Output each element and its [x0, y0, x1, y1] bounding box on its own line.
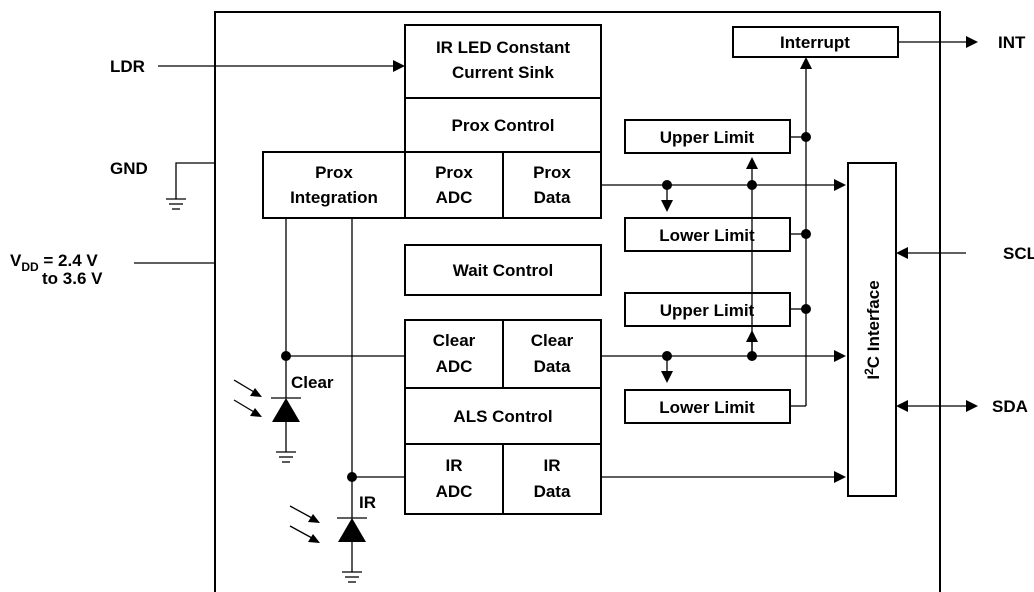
als-upper-limit-block [624, 292, 791, 327]
gnd-symbol [166, 198, 186, 210]
pin-scl-label: SCL [1003, 244, 1034, 263]
clear-light-arrows-icon [233, 379, 262, 417]
prox-upper-limit-label: Upper Limit [660, 128, 755, 147]
prox-integration-block [262, 151, 406, 219]
clear-data-bus-arrow [834, 350, 846, 362]
prox-adc-label-2: ADC [436, 188, 473, 207]
prox-control-label: Prox Control [452, 116, 555, 135]
als-control-label: ALS Control [453, 407, 552, 426]
i2c-interface-block [847, 162, 897, 497]
als-upper-limit-label: Upper Limit [660, 301, 755, 320]
junction-dot [801, 229, 811, 239]
junction-dot [801, 132, 811, 142]
clear-adc-label-2: ADC [436, 357, 473, 376]
als-lower-limit-block [624, 389, 791, 424]
clear-data-label-1: Clear [531, 331, 574, 350]
sda-arrow-in [896, 400, 908, 412]
prox-adc-label-1: Prox [435, 163, 473, 182]
pin-vdd-label-line2: to 3.6 V [42, 269, 103, 288]
pin-vdd-label: VDD = 2.4 V [10, 251, 98, 274]
junction-dot [801, 304, 811, 314]
prox-lower-limit-arrow [661, 200, 673, 212]
pin-ldr-label: LDR [110, 57, 145, 76]
prox-data-label-2: Data [534, 188, 571, 207]
ir-led-current-sink-label-2: Current Sink [452, 63, 555, 82]
ir-adc-label-2: ADC [436, 482, 473, 501]
prox-control-block [404, 97, 602, 153]
ir-data-label-1: IR [544, 456, 561, 475]
als-lower-limit-arrow [661, 371, 673, 383]
prox-upper-limit-block [624, 119, 791, 154]
prox-integration-label-1: Prox [315, 163, 353, 182]
interrupt-bus-arrow [800, 57, 812, 69]
chip-outline [214, 11, 941, 592]
ldr-arrow [393, 60, 405, 72]
int-arrow [966, 36, 978, 48]
wait-control-block [404, 244, 602, 296]
junction-dot [281, 351, 291, 361]
prox-integration-label-2: Integration [290, 188, 378, 207]
gnd-wire [175, 162, 215, 199]
pin-int-label: INT [998, 33, 1026, 52]
interrupt-block [732, 26, 899, 58]
clear-photodiode-label: Clear [291, 373, 334, 392]
ir-photodiode-label: IR [359, 493, 376, 512]
prox-data-label-1: Prox [533, 163, 571, 182]
clear-photodiode-icon [271, 397, 301, 463]
ir-light-arrows-icon [289, 505, 320, 543]
als-upper-limit-arrow [746, 330, 758, 342]
junction-dot [347, 472, 357, 482]
scl-arrow [896, 247, 908, 259]
ir-led-current-sink-label-1: IR LED Constant [436, 38, 570, 57]
ir-data-bus-arrow [834, 471, 846, 483]
ir-photodiode-icon [337, 517, 367, 583]
clear-data-label-2: Data [534, 357, 571, 376]
pin-sda-label: SDA [992, 397, 1028, 416]
prox-lower-limit-label: Lower Limit [659, 226, 755, 245]
ir-adc-block [404, 443, 504, 515]
prox-upper-limit-arrow [746, 157, 758, 169]
ir-data-block [502, 443, 602, 515]
als-control-block [404, 387, 602, 445]
prox-adc-block [404, 151, 504, 219]
pin-gnd-label: GND [110, 159, 148, 178]
ir-led-current-sink-block [404, 24, 602, 99]
ir-data-label-2: Data [534, 482, 571, 501]
prox-data-block [502, 151, 602, 219]
als-lower-limit-label: Lower Limit [659, 398, 755, 417]
wait-control-label: Wait Control [453, 261, 553, 280]
ir-adc-label-1: IR [446, 456, 463, 475]
clear-data-block [502, 319, 602, 389]
sda-arrow-out [966, 400, 978, 412]
prox-data-bus-arrow [834, 179, 846, 191]
clear-adc-label-1: Clear [433, 331, 476, 350]
interrupt-label: Interrupt [780, 33, 850, 52]
i2c-interface-label: I2C Interface [862, 280, 883, 379]
